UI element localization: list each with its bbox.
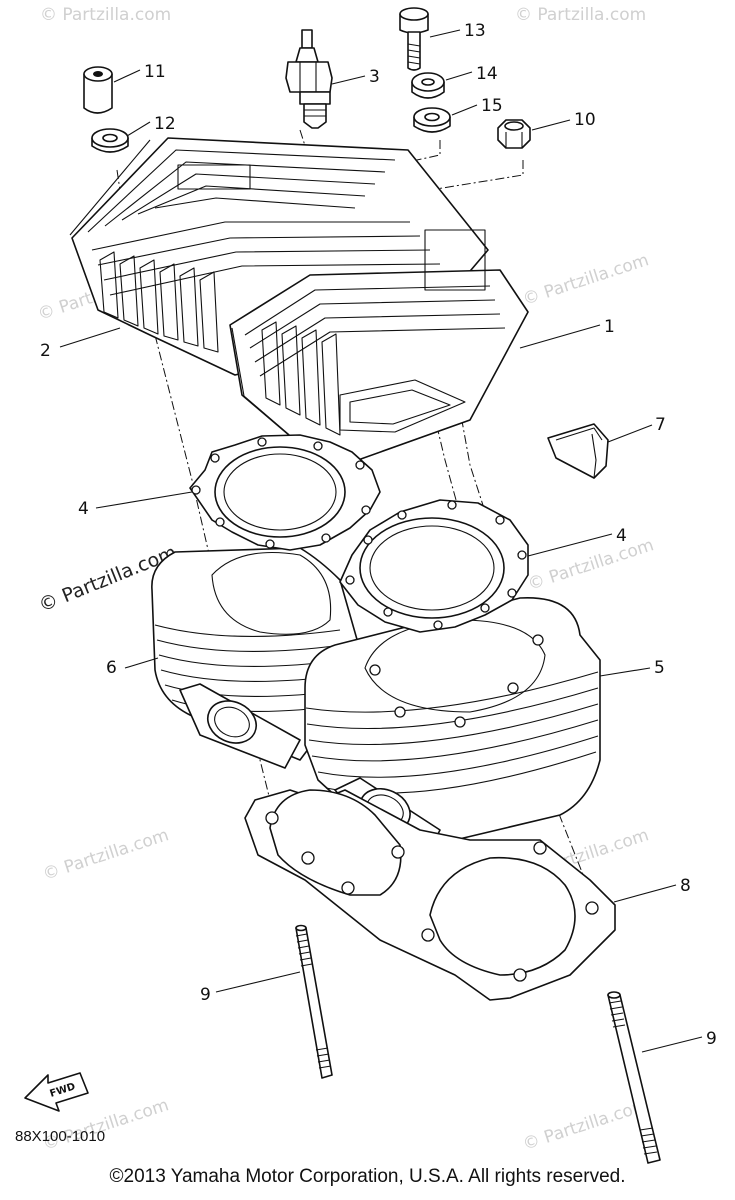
watermark: © Partzilla.com [40, 1095, 171, 1155]
callout-15: 15 [481, 96, 503, 116]
part-11-collar [83, 66, 113, 114]
part-15-washer [413, 107, 451, 133]
callout-8: 8 [680, 876, 691, 896]
watermark: © Partzilla.com [520, 250, 651, 310]
callout-10: 10 [574, 110, 596, 130]
forward-direction-arrow: FWD [24, 1072, 89, 1112]
part-14-washer [411, 72, 445, 99]
callout-9: 9 [200, 985, 211, 1005]
callout-2: 2 [40, 341, 51, 361]
callout-11: 11 [144, 62, 166, 82]
callout-3: 3 [369, 67, 380, 87]
callout-5: 5 [654, 658, 665, 678]
callout-4: 4 [78, 499, 89, 519]
watermark: © Partzilla.com [520, 1095, 651, 1155]
diagram-code: 88X100-1010 [15, 1128, 106, 1145]
part-4-head-gasket-front [339, 499, 529, 633]
part-9-stud-bolt-right [607, 991, 661, 1164]
callout-labels: 11 12 3 13 14 15 10 2 1 7 4 4 6 5 8 9 9 [40, 21, 717, 1049]
part-9-stud-bolt-left [295, 924, 333, 1079]
callout-12: 12 [154, 114, 176, 134]
part-13-bolt [399, 7, 429, 71]
callout-1: 1 [604, 317, 615, 337]
part-12-washer [91, 128, 129, 153]
callout-14: 14 [476, 64, 498, 84]
copyright-notice: ©2013 Yamaha Motor Corporation, U.S.A. A… [109, 1166, 626, 1187]
watermark: © Partzilla.com [40, 825, 171, 885]
watermark: © Partzilla.com [525, 535, 656, 595]
part-8-base-gasket [244, 789, 616, 1001]
part-10-nut [497, 119, 531, 149]
part-3-spark-plug [285, 29, 333, 129]
callout-9: 9 [706, 1029, 717, 1049]
callout-13: 13 [464, 21, 486, 41]
callout-4: 4 [616, 526, 627, 546]
part-1-cylinder-head-front [229, 229, 529, 471]
part-7-damper [547, 423, 609, 479]
part-4-head-gasket-rear [189, 434, 381, 551]
watermark: © Partzilla.com [40, 5, 171, 25]
leader-lines [59, 29, 703, 1053]
callout-7: 7 [655, 415, 666, 435]
callout-6: 6 [106, 658, 117, 678]
watermark: © Partzilla.com [515, 5, 646, 25]
